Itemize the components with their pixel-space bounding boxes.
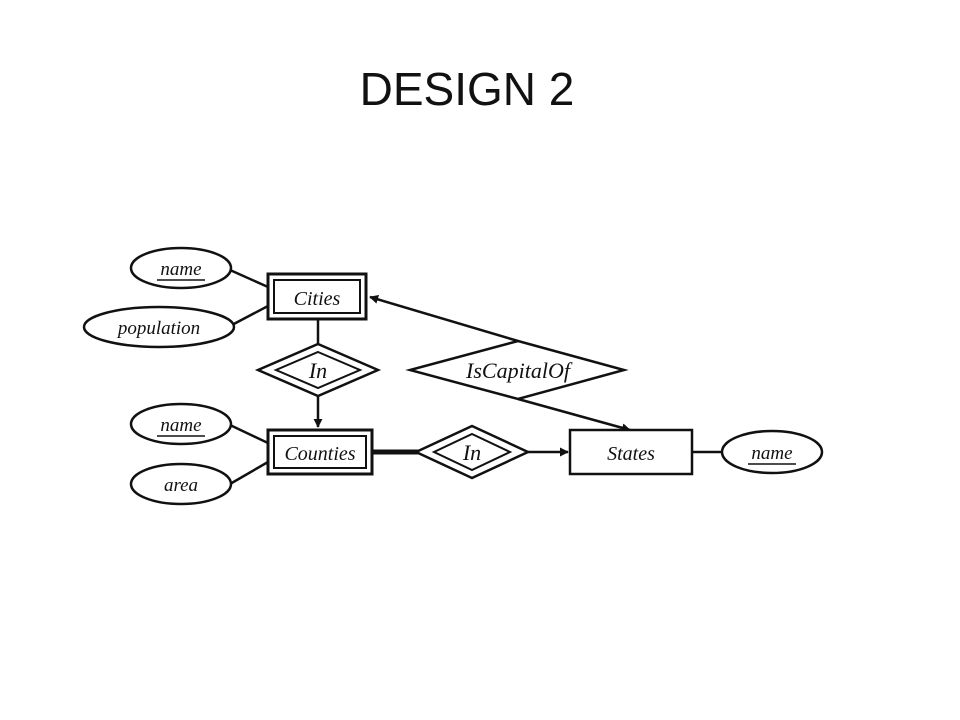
entity-counties: Counties [266,428,374,476]
attribute-cities-population: population [82,305,236,349]
attribute-counties-name-label: name [160,415,201,436]
entity-cities-label: Cities [294,288,341,310]
entity-cities: Cities [266,272,368,321]
attribute-cities-population-label: population [116,318,200,339]
attribute-counties-area-label: area [164,475,198,496]
edge-cities-population [229,304,269,328]
relationship-iscapitalof: IsCapitalOf [405,339,629,401]
relationship-in-cities-counties: In [254,342,382,398]
slide-title: DESIGN 2 [359,63,575,115]
edge-iscapitalof-states-arrow [517,397,631,433]
edge-iscapitalof-cities-arrow [369,294,519,343]
attribute-counties-name: name [129,402,233,446]
edge-cities-name [229,268,269,289]
entity-counties-label: Counties [284,443,355,465]
edge-counties-name [229,423,269,445]
entity-states-label: States [607,443,655,465]
attribute-states-name-label: name [751,443,792,464]
relationship-iscapitalof-label: IsCapitalOf [465,358,573,383]
attribute-cities-name-label: name [160,259,201,280]
edge-counties-area [229,460,269,486]
attribute-states-name: name [720,429,824,475]
relationship-in-cities-counties-label: In [308,358,327,383]
entity-states: States [568,428,694,476]
attribute-counties-area: area [129,462,233,506]
attribute-cities-name: name [129,246,233,290]
relationship-in-counties-states: In [413,424,531,480]
relationship-in-counties-states-label: In [462,440,481,465]
